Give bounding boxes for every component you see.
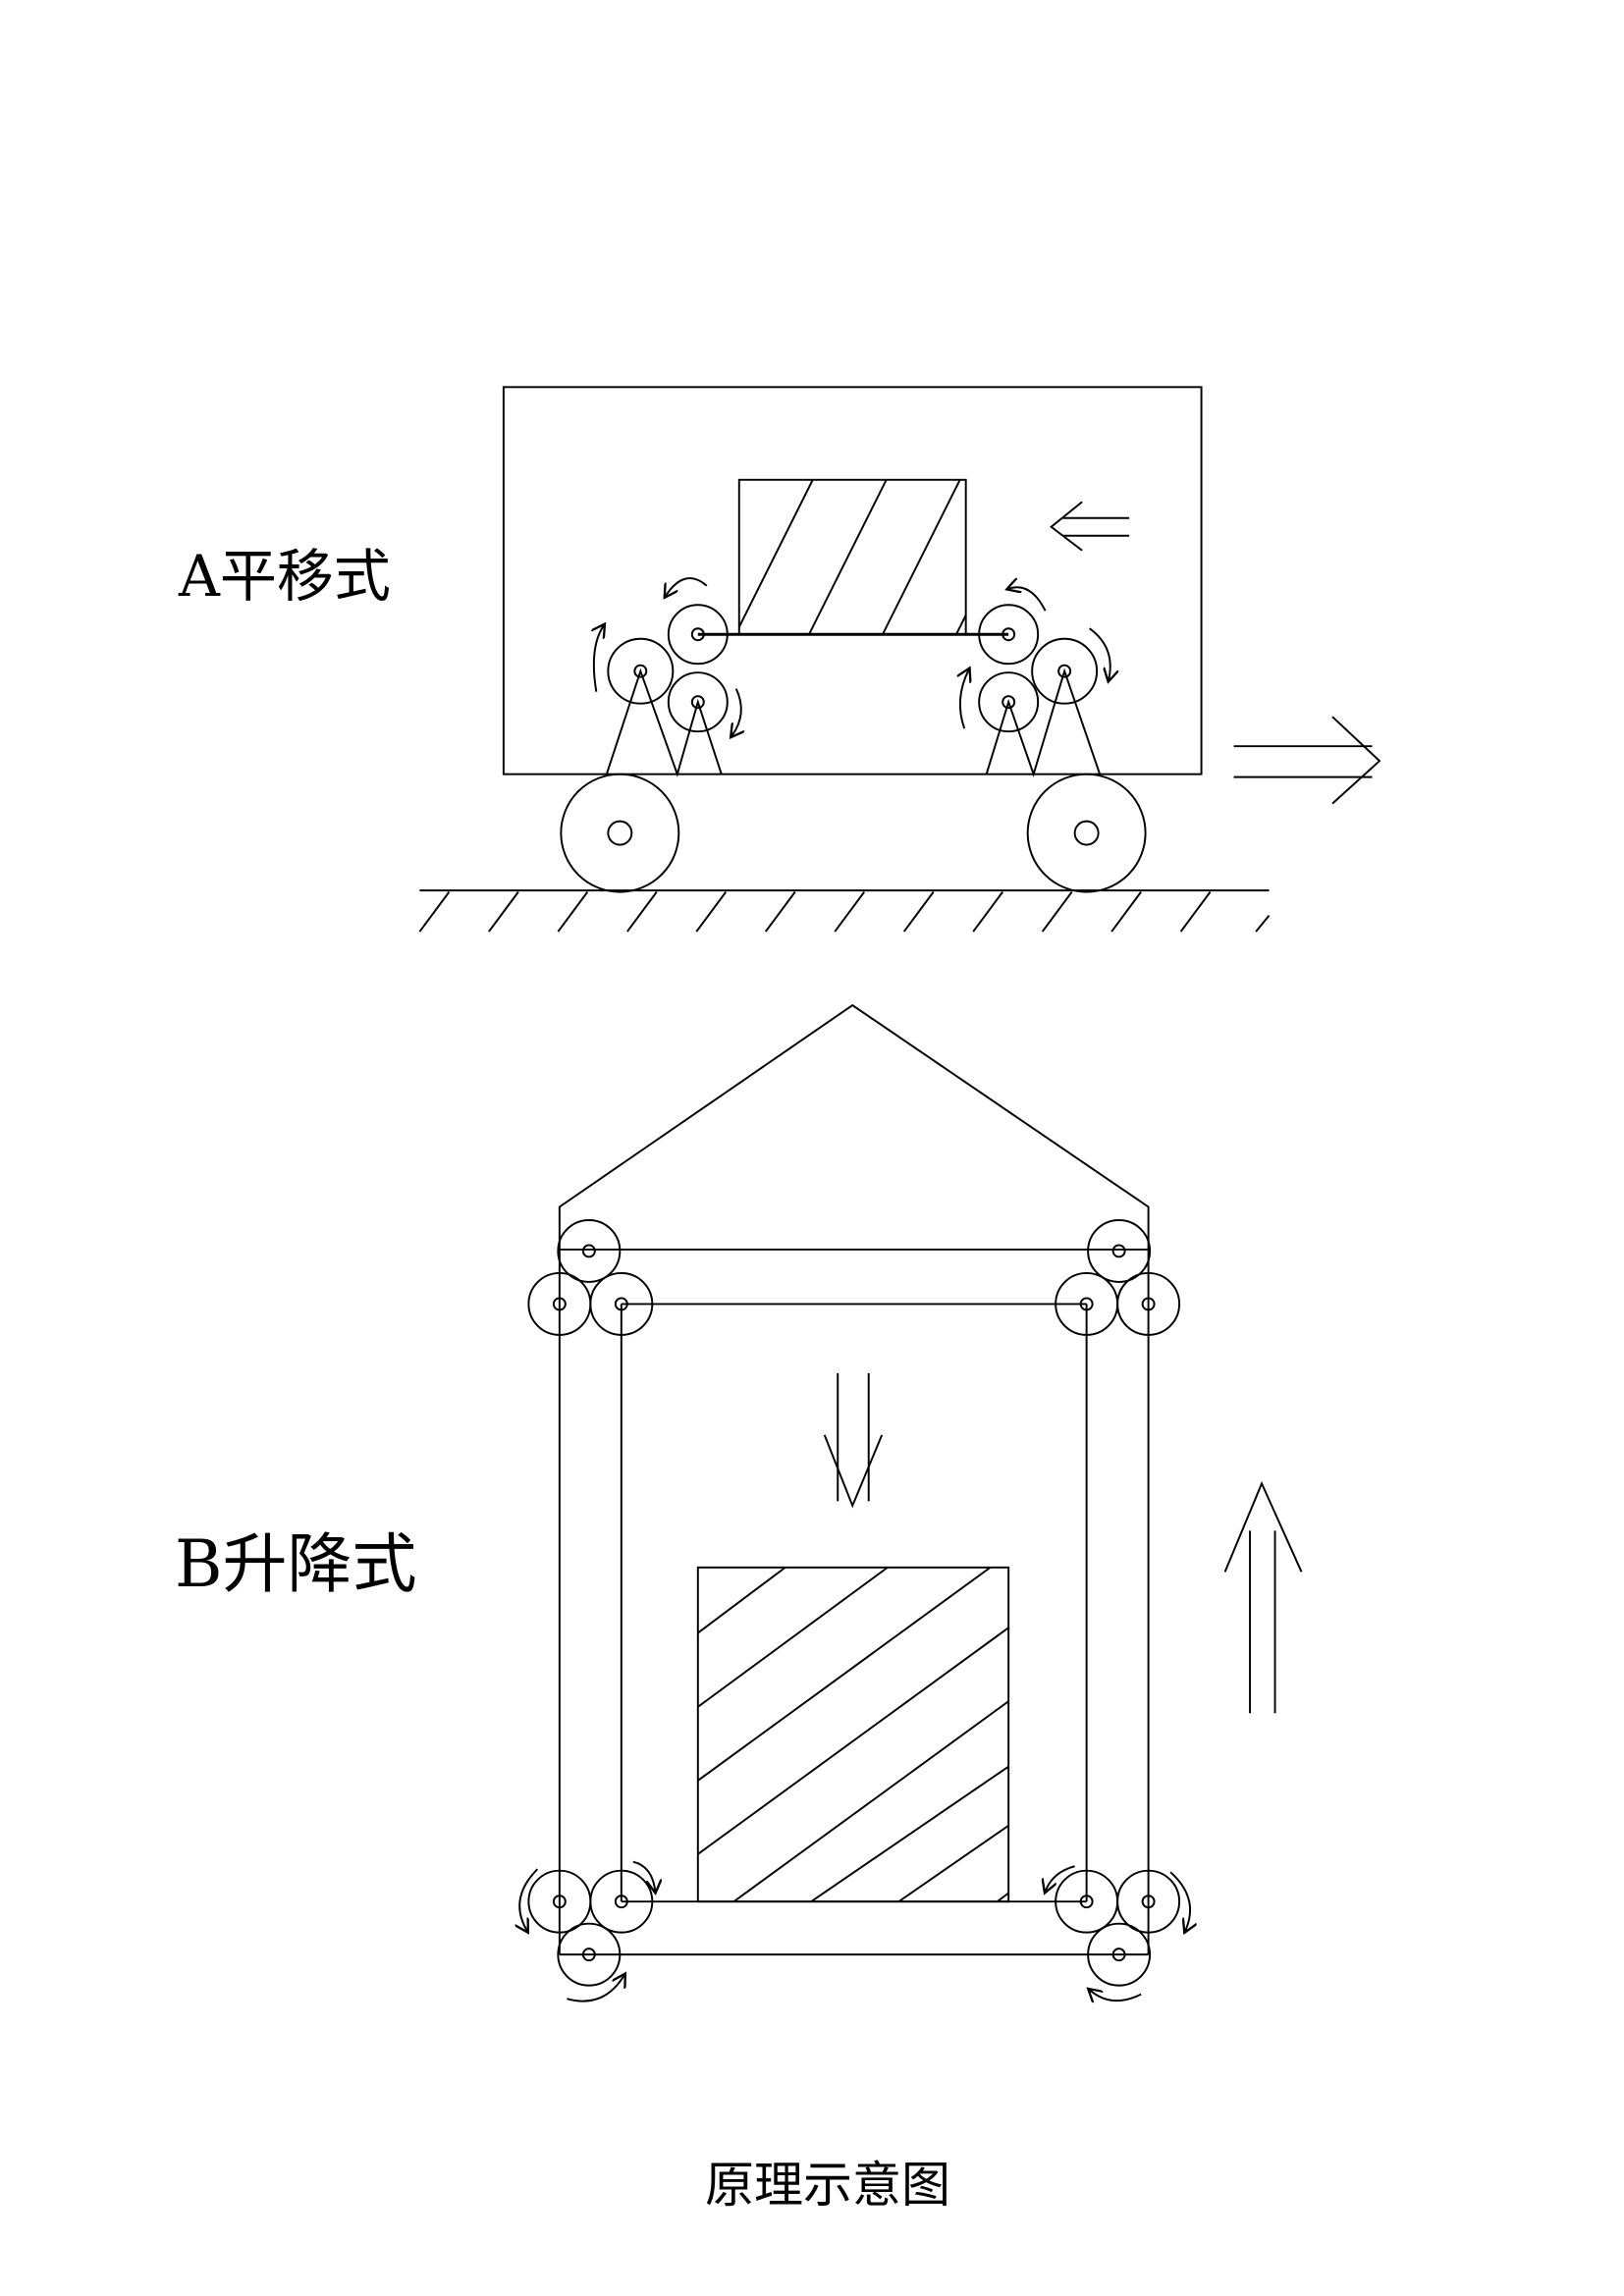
right-arrow-icon — [1233, 716, 1381, 805]
label-lifting-type: B升降式 — [175, 1526, 417, 1602]
lifting-diagram — [519, 1003, 1303, 2002]
up-arrow-icon — [1223, 1480, 1303, 1714]
cargo-hatching — [738, 479, 966, 635]
cargo-hatching — [697, 1567, 1009, 1902]
pulleys-top — [527, 1218, 1181, 1336]
roller-group-left — [594, 577, 741, 777]
figure-caption: 原理示意图 — [705, 2157, 950, 2214]
cargo-box — [696, 1566, 1010, 1903]
translation-diagram — [418, 386, 1381, 933]
vehicle-body — [502, 386, 1203, 775]
wheel-left — [560, 773, 680, 893]
frame — [558, 1003, 1150, 1955]
roller-group-right — [960, 587, 1110, 777]
down-arrow-icon — [823, 1372, 884, 1509]
ground — [418, 889, 1271, 933]
pulleys-bottom — [519, 1860, 1190, 2002]
wheel-right — [1026, 773, 1147, 893]
left-arrow-icon — [1050, 501, 1130, 552]
label-translation-type: A平移式 — [179, 543, 391, 610]
